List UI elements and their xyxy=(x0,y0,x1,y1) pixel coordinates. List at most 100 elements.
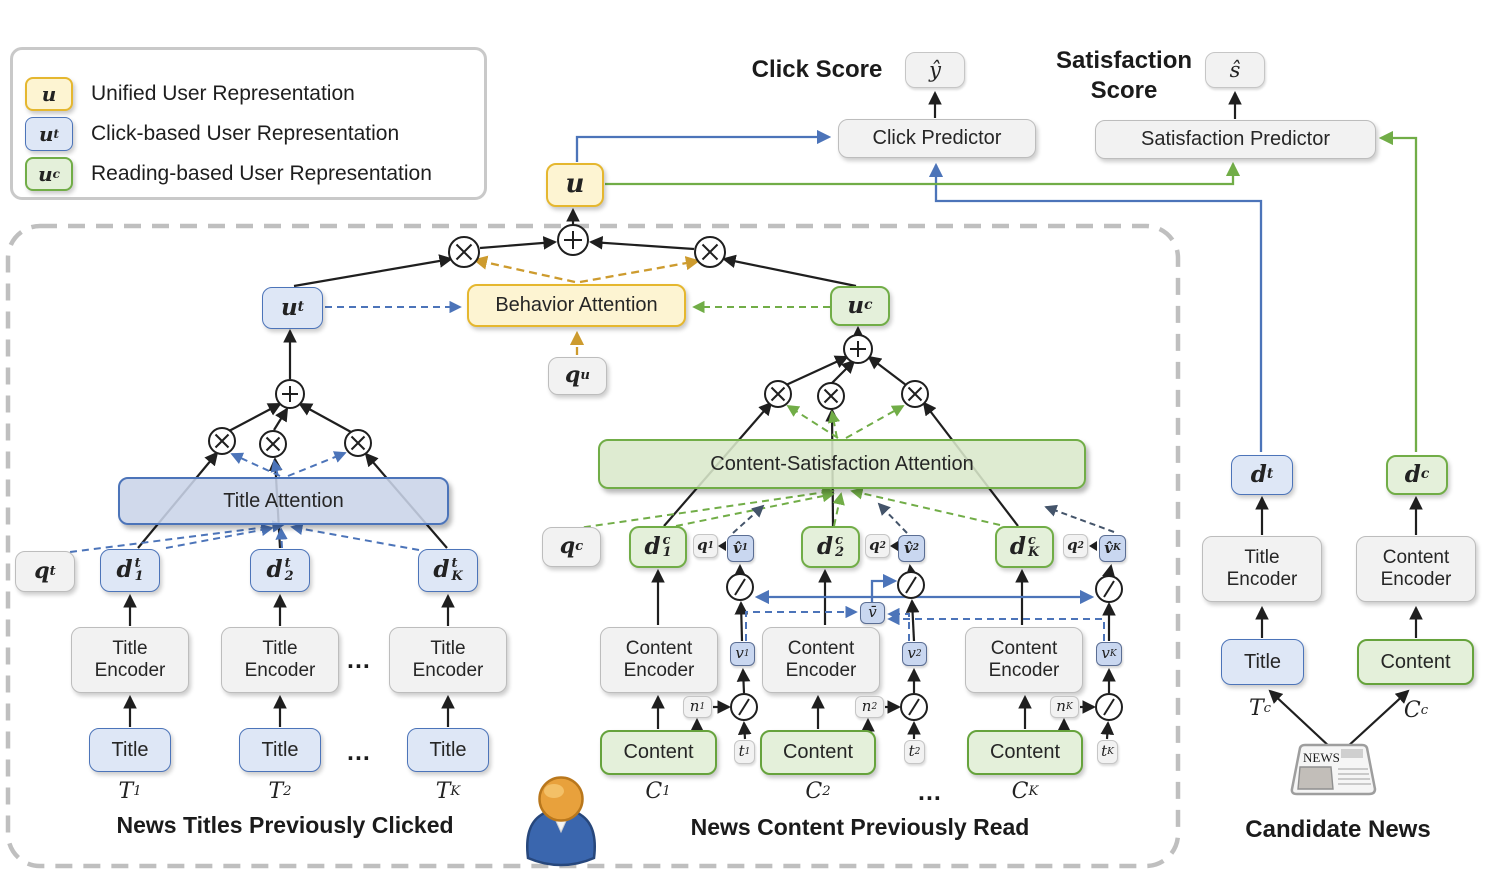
multiply-node xyxy=(448,236,480,268)
user-person-icon xyxy=(526,776,596,867)
vhatK-box: v̂K xyxy=(1099,535,1126,562)
legend-label-reading-based: Reading-based User Representation xyxy=(91,162,432,185)
divide-node xyxy=(1095,693,1123,721)
title-attention-box: Title Attention xyxy=(118,477,449,525)
blue-dashed-links xyxy=(69,300,1105,641)
satisfaction-score-label: Satisfaction Score xyxy=(1055,47,1193,104)
green-dashed-links xyxy=(571,300,1001,530)
user-behaviors-dashed-container xyxy=(5,223,1181,869)
click-score-value-box: ŷ xyxy=(905,52,965,88)
legend-symbol: u xyxy=(38,122,54,146)
satisfaction-score-value: ŝ xyxy=(1229,57,1241,82)
satisfaction-predictor-box: Satisfaction Predictor xyxy=(1095,120,1376,159)
u-box: u xyxy=(546,163,604,207)
divide-node xyxy=(726,573,754,601)
content-satisfaction-attention-box: Content-Satisfaction Attention xyxy=(598,439,1086,489)
click-score-label: Click Score xyxy=(751,56,883,83)
divide-node xyxy=(900,693,928,721)
title-encoder-ellipsis: ... xyxy=(347,646,371,674)
legend-symbol: u xyxy=(41,82,57,106)
legend-symbol: u xyxy=(38,162,53,186)
candidate-content-box: Content xyxy=(1357,639,1474,685)
multiply-node xyxy=(259,430,287,458)
vbar-box: v̄ xyxy=(860,602,885,624)
content-input-K: Content xyxy=(967,730,1083,775)
legend-label-click-based: Click-based User Representation xyxy=(91,122,400,145)
orange-dashed-links xyxy=(472,255,701,355)
multiply-node xyxy=(344,429,372,457)
multiply-node xyxy=(208,427,236,455)
news-icon-text: NEWS xyxy=(1303,750,1340,765)
add-node xyxy=(275,379,305,409)
click-score-value: ŷ xyxy=(929,57,941,82)
legend-swatch-u: u xyxy=(25,77,73,111)
operator-nodes xyxy=(208,224,1123,721)
behavior-attention-box: Behavior Attention xyxy=(467,284,686,327)
title-input-1: Title xyxy=(89,728,171,772)
green-solid-links xyxy=(605,130,1418,452)
title-input-ellipsis: ... xyxy=(347,738,371,766)
multiply-node xyxy=(817,382,845,410)
vhat-to-q-arrows xyxy=(718,541,1097,551)
vhat1-box: v̂1 xyxy=(727,535,754,562)
click-predictor-box: Click Predictor xyxy=(838,119,1036,158)
multiply-node xyxy=(764,380,792,408)
candidate-news-caption: Candidate News xyxy=(1245,816,1431,843)
title-input-2: Title xyxy=(239,728,321,772)
newspaper-icon: NEWS xyxy=(1290,743,1377,796)
content-input-1: Content xyxy=(600,730,717,775)
content-input-ellipsis: ... xyxy=(918,778,942,806)
divide-node xyxy=(897,571,925,599)
divide-node xyxy=(1095,575,1123,603)
content-branch-caption: News Content Previously Read xyxy=(690,814,1030,840)
content-input-2: Content xyxy=(760,730,876,775)
navy-dashed-links xyxy=(732,502,1115,534)
title-input-K: Title xyxy=(407,728,489,772)
divide-node xyxy=(730,693,758,721)
title-branch-caption: News Titles Previously Clicked xyxy=(116,812,454,838)
multiply-node xyxy=(901,380,929,408)
candidate-title-box: Title xyxy=(1221,639,1304,685)
